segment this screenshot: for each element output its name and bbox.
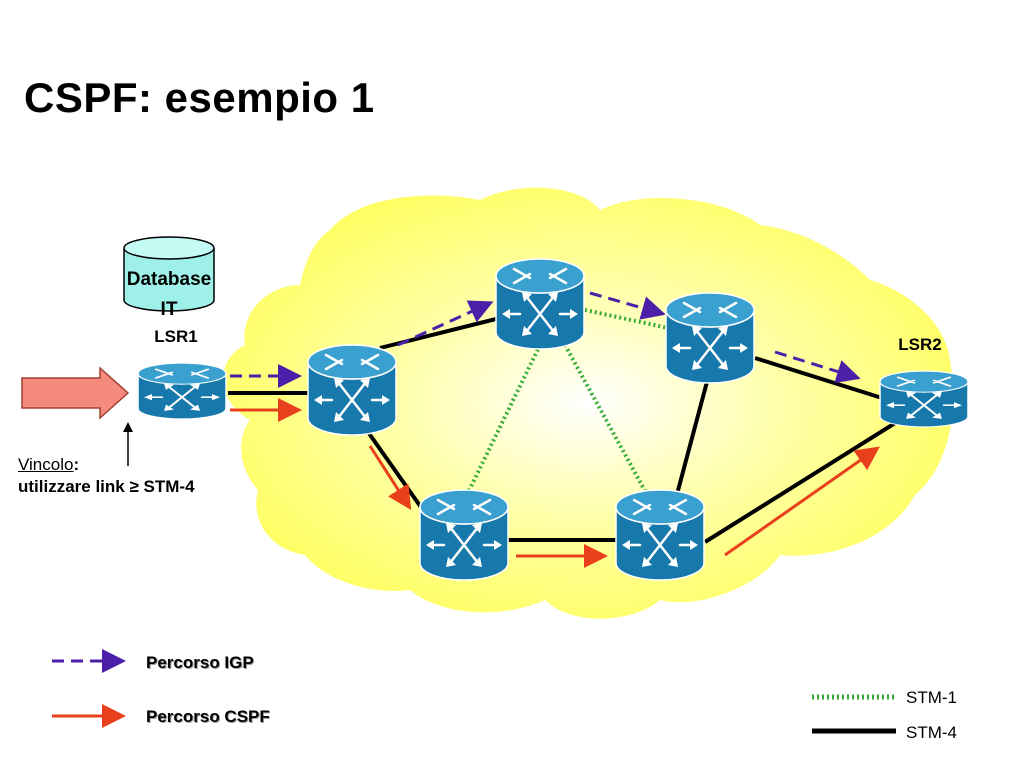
igp-arrow-r1-r2: [397, 300, 494, 347]
legend-igp-label: Percorso IGP: [146, 653, 254, 672]
router-r4: [418, 488, 510, 582]
lsr2-label: LSR2: [898, 335, 941, 354]
stm4-links: [228, 316, 902, 544]
router-r1: [306, 343, 398, 437]
router-r2: [494, 257, 586, 351]
legend-stm1-label: STM-1: [906, 688, 957, 707]
stm1-links: [460, 308, 669, 506]
router-r3: [664, 291, 756, 385]
cspf-path: [230, 398, 880, 568]
constraint-note: Vincolo: utilizzare link ≥ STM-4: [18, 454, 195, 498]
constraint-heading: Vincolo: [18, 455, 74, 474]
igp-arrow-r3-lsr2: [774, 350, 861, 384]
link-r5-lsr2: [703, 418, 902, 544]
link-r3-r5: [674, 377, 710, 499]
igp-arrow-r2-r3: [589, 291, 666, 320]
router-lsr2: [878, 369, 970, 429]
database-label-line1: Database: [127, 269, 212, 290]
constraint-heading-colon: :: [73, 455, 80, 474]
database-icon: [123, 236, 215, 312]
link-r2-r3: [584, 308, 669, 330]
database-label-line2: IT: [161, 299, 178, 320]
constraint-text: utilizzare link ≥ STM-4: [18, 477, 195, 496]
legend-cspf-label: Percorso CSPF: [146, 707, 270, 726]
network-cloud: [223, 187, 954, 619]
constraint-heading-row: Vincolo:: [18, 454, 195, 476]
igp-path: [230, 291, 861, 388]
link-r3-lsr2: [754, 356, 883, 400]
constraint-pointer: [123, 422, 133, 466]
legend-stm4-label: STM-4: [906, 723, 957, 742]
cspf-arrow-r5-lsr2: [724, 446, 880, 557]
cspf-arrow-r1-r4: [368, 445, 412, 511]
slide-title: CSPF: esempio 1: [24, 74, 375, 121]
lsr1-label: LSR1: [154, 327, 197, 346]
router-lsr1: [136, 361, 228, 421]
router-r5: [614, 488, 706, 582]
input-traffic-arrow: [21, 366, 130, 420]
